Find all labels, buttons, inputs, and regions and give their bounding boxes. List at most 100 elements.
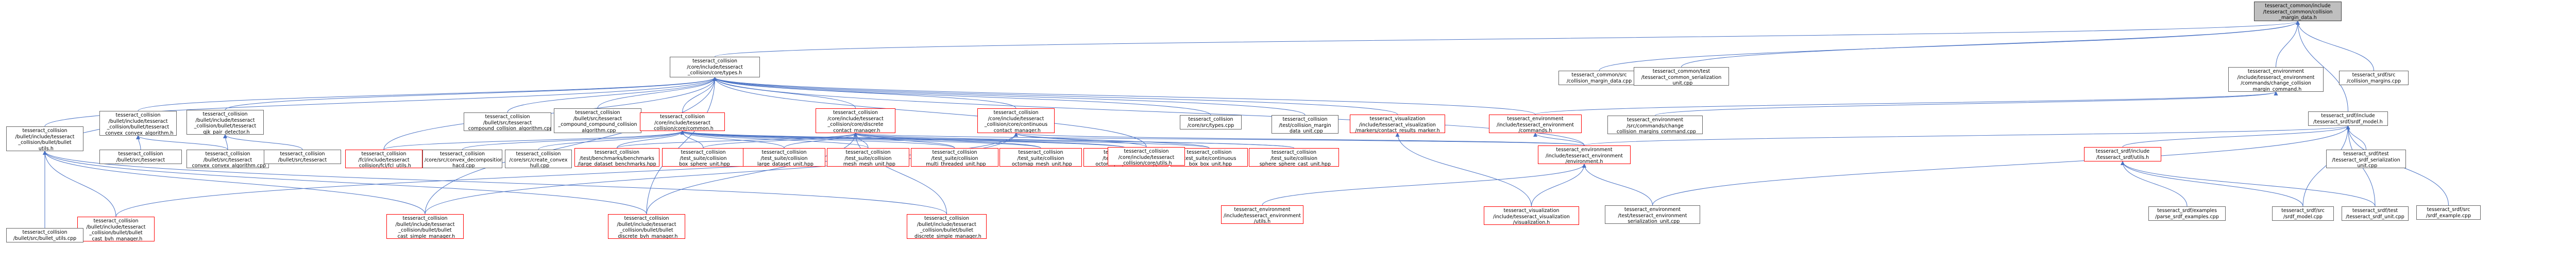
node-label-line: tesseract_collision bbox=[202, 111, 248, 117]
graph-node-srdf-margins[interactable]: tesseract_srdf/src/collision_margins.cpp bbox=[2339, 71, 2409, 85]
edge-viz_marker-to-viz_h bbox=[1395, 133, 1532, 207]
node-label-line: tesseract_visualization bbox=[1369, 116, 1426, 122]
graph-node-srdf-example[interactable]: tesseract_srdf/src/srdf_example.cpp bbox=[2416, 205, 2481, 220]
edge-types-to-discrete_h bbox=[713, 77, 856, 109]
graph-node-gjk-pair-cpp[interactable]: tesseract_collision/bullet/src/tesseract… bbox=[264, 150, 341, 164]
graph-node-bullet-utils-h[interactable]: tesseract_collision/bullet/include/tesse… bbox=[6, 126, 83, 151]
node-label-line: /commands/change_collision bbox=[2241, 80, 2311, 86]
node-label-line: /core/src/create_convex bbox=[509, 157, 568, 163]
node-label-line: tesseract_collision bbox=[402, 216, 448, 221]
graph-node-discrete-bvh[interactable]: tesseract_collision/bullet/include/tesse… bbox=[608, 214, 685, 239]
graph-node-srdf-model-h[interactable]: tesseract_srdf/include/tesseract_srdf/sr… bbox=[2308, 111, 2388, 126]
node-label-line: _collision/bullet/tesseract bbox=[107, 124, 170, 130]
graph-node-cmd-cpp[interactable]: tesseract_common/src/collision_margin_da… bbox=[1558, 71, 1640, 85]
node-label-line: /srdf_example.cpp bbox=[2426, 213, 2471, 219]
node-label-line: /test/tesseract_environment bbox=[1618, 213, 1687, 219]
node-label-line: /collision_margins.cpp bbox=[2346, 78, 2401, 84]
edge-continuous_h-to-core_utils bbox=[1014, 133, 1147, 148]
node-label-line: _margin_data.h bbox=[2279, 15, 2317, 21]
graph-node-bench-large[interactable]: tesseract_collision/test/benchmarks/benc… bbox=[574, 148, 659, 167]
node-label-line: _box_sphere_unit.hpp bbox=[676, 161, 730, 167]
edge-common_h-to-octomap_sphere bbox=[680, 131, 1126, 149]
graph-node-srdf-unit[interactable]: tesseract_srdf/test/tesseract_srdf_unit.… bbox=[2342, 206, 2409, 221]
graph-node-types[interactable]: tesseract_collision/core/include/tessera… bbox=[670, 57, 760, 77]
graph-node-fcl-utils[interactable]: tesseract_collision/fcl/include/tesserac… bbox=[345, 150, 422, 168]
edge-convex_alg-to-coll_config_cpp bbox=[136, 135, 141, 150]
node-label-line: /tesseract_common/collision bbox=[2263, 9, 2333, 15]
graph-node-gjk-pair[interactable]: tesseract_collision/bullet/include/tesse… bbox=[187, 110, 264, 135]
graph-node-viz-marker[interactable]: tesseract_visualization/include/tesserac… bbox=[1350, 115, 1445, 133]
graph-node-common-h[interactable]: tesseract_collision/core/include/tessera… bbox=[640, 112, 725, 131]
edge-discrete_h-to-discrete_simple bbox=[853, 133, 947, 215]
graph-node-srdf-examples[interactable]: tesseract_srdf/examples/parse_srdf_examp… bbox=[2148, 206, 2226, 221]
graph-node-continuous-h[interactable]: tesseract_collision/core/include/tessera… bbox=[977, 108, 1055, 133]
node-label-line: _discrete_simple_manager.h bbox=[912, 233, 981, 239]
edge-types-to-compound_alg2_cpp bbox=[597, 77, 717, 109]
graph-node-env-cmd-h[interactable]: tesseract_environment/include/tesseract_… bbox=[2228, 67, 2324, 92]
graph-node-create-convex[interactable]: tesseract_collision/core/src/create_conv… bbox=[505, 150, 572, 168]
graph-node-cast-bvh[interactable]: tesseract_collision/bullet/include/tesse… bbox=[77, 217, 155, 241]
edge-continuous_h-to-cast_simple bbox=[425, 133, 1018, 215]
node-label-line: /include/tesseract_environment bbox=[1496, 122, 1574, 128]
node-label-line: /include/tesseract_visualization bbox=[1493, 214, 1570, 220]
graph-node-env-h[interactable]: tesseract_environment/include/tesseract_… bbox=[1538, 145, 1631, 164]
node-label-line: /markers/contact_results_marker.h bbox=[1355, 128, 1440, 133]
graph-node-mesh-mesh[interactable]: tesseract_collision/test_suite/collision… bbox=[827, 148, 909, 167]
node-label-line: tesseract_collision bbox=[594, 150, 640, 155]
graph-node-viz-h[interactable]: tesseract_visualization/include/tesserac… bbox=[1484, 206, 1579, 225]
graph-node-cast-simple[interactable]: tesseract_collision/bullet/include/tesse… bbox=[386, 214, 464, 239]
graph-node-multi-thread[interactable]: tesseract_collision/test_suite/collision… bbox=[911, 148, 998, 167]
node-label-line: _collision/core/common.h bbox=[651, 126, 714, 131]
graph-node-env-ser-unit[interactable]: tesseract_environment/test/tesseract_env… bbox=[1605, 205, 1700, 224]
edge-root-to-env_cmd_h bbox=[2276, 21, 2300, 68]
graph-node-convex-decomp[interactable]: tesseract_collision/core/src/convex_deco… bbox=[422, 150, 502, 168]
node-label-line: _convex_convex_algorithm.h bbox=[103, 130, 174, 136]
node-label-line: _multi_threaded_unit.hpp bbox=[923, 161, 986, 167]
edge-discrete_h-to-octomap_sphere bbox=[853, 133, 1126, 149]
node-label-line: /srdf_model.cpp bbox=[2283, 214, 2323, 220]
edge-root-to-srdf_model_h bbox=[2296, 21, 2348, 112]
graph-node-ser-unit[interactable]: tesseract_common/test/tesseract_common_s… bbox=[1634, 67, 1729, 86]
graph-node-convex-alg-cpp[interactable]: tesseract_collision/bullet/src/tesseract… bbox=[187, 150, 269, 168]
node-label-line: tesseract_environment bbox=[1624, 207, 1681, 213]
graph-node-env-commands-h[interactable]: tesseract_environment/include/tesseract_… bbox=[1489, 115, 1582, 133]
graph-node-discrete-h[interactable]: tesseract_collision/core/include/tessera… bbox=[816, 108, 895, 133]
node-label-line: tesseract_srdf/src bbox=[2427, 207, 2470, 213]
node-label-line: _collision/core/continuous bbox=[984, 122, 1048, 127]
node-label-line: tesseract_collision bbox=[1124, 149, 1169, 154]
graph-node-coll-config-cpp[interactable]: tesseract_collision/bullet/src/tesseract… bbox=[99, 150, 182, 164]
edge-gjk_pair-to-gjk_pair_cpp bbox=[223, 134, 303, 150]
graph-node-compound-alg2-cpp[interactable]: tesseract_collision/bullet/src/tesseract… bbox=[554, 108, 641, 133]
node-label-line: _collision/fcl/fcl_utils.h bbox=[357, 163, 411, 168]
graph-node-margin-unit[interactable]: tesseract_collision/test/collision_margi… bbox=[1272, 115, 1338, 134]
node-label-line: /utils.h bbox=[1253, 219, 1271, 224]
node-label-line: /tesseract_common_serialization bbox=[1641, 74, 1722, 80]
node-label-line: tesseract_environment bbox=[1626, 117, 1684, 123]
node-label-line: /test_suite/collision bbox=[760, 155, 808, 161]
edge-types-to-gjk_pair bbox=[225, 77, 717, 110]
node-label-line: _margin_command.h bbox=[2250, 86, 2302, 92]
edge-discrete_h-to-octomap_mesh bbox=[853, 133, 1041, 149]
graph-node-srdf-model-cpp[interactable]: tesseract_srdf/src/srdf_model.cpp bbox=[2272, 206, 2334, 221]
graph-node-types-cpp[interactable]: tesseract_collision/core/src/types.cpp bbox=[1180, 115, 1242, 129]
graph-node-bullet-utils-test[interactable]: tesseract_collision/bullet/src/bullet_ut… bbox=[6, 228, 83, 242]
edge-root-to-ser_unit bbox=[1681, 21, 2300, 68]
edge-common_h-to-cont_box bbox=[680, 131, 1210, 149]
node-label-line: /bullet/include/tesseract bbox=[195, 117, 255, 123]
graph-node-discrete-simple[interactable]: tesseract_collision/bullet/include/tesse… bbox=[907, 214, 987, 239]
graph-node-core-utils[interactable]: tesseract_collision/core/include/tessera… bbox=[1108, 147, 1185, 166]
graph-node-srdf-test-ser[interactable]: tesseract_srdf/test/tesseract_srdf_seria… bbox=[2326, 150, 2406, 168]
graph-node-compound-alg-cpp[interactable]: tesseract_collision/bullet/src/tesseract… bbox=[464, 112, 551, 131]
graph-node-box-sphere[interactable]: tesseract_collision/test_suite/collision… bbox=[662, 148, 744, 167]
graph-node-env-cmd-cpp[interactable]: tesseract_environment/src/commands/chang… bbox=[1607, 116, 1703, 134]
graph-node-octomap-mesh[interactable]: tesseract_collision/test_suite/collision… bbox=[999, 148, 1082, 167]
graph-node-sphere-cast[interactable]: tesseract_collision/test_suite/collision… bbox=[1249, 148, 1339, 167]
graph-node-large-dataset[interactable]: tesseract_collision/test_suite/collision… bbox=[743, 148, 825, 167]
graph-node-root[interactable]: tesseract_common/include/tesseract_commo… bbox=[2254, 2, 2342, 21]
graph-node-convex-alg[interactable]: tesseract_collision/bullet/include/tesse… bbox=[99, 111, 177, 136]
node-label-line: _collision/core/discrete bbox=[827, 122, 884, 127]
node-label-line: tesseract_srdf/test bbox=[2343, 151, 2389, 157]
node-label-line: _collision/bullet/bullet bbox=[18, 140, 72, 145]
graph-node-env-utils[interactable]: tesseract_environment/include/tesseract_… bbox=[1221, 205, 1303, 224]
graph-node-srdf-utils-h[interactable]: tesseract_srdf/include/tesseract_srdf/ut… bbox=[2084, 147, 2161, 161]
